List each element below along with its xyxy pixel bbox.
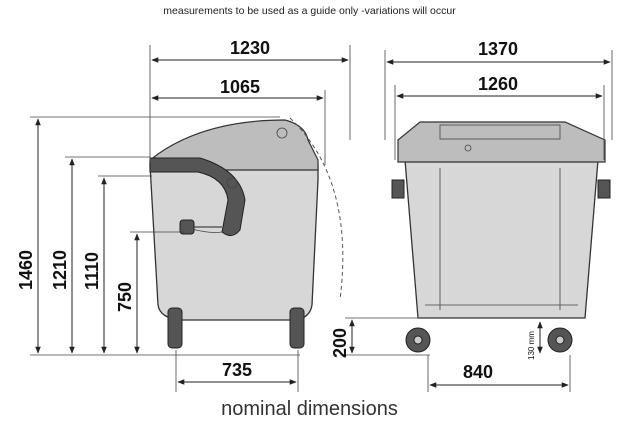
side-wheel-left [167, 307, 183, 349]
dim-1230-label: 1230 [230, 38, 270, 58]
dim-1065-label: 1065 [220, 77, 260, 97]
front-bracket-left [391, 179, 405, 199]
front-wheel-right-hub [555, 335, 565, 345]
dim-200-label: 200 [330, 328, 350, 358]
lid-swing-arc [289, 117, 344, 301]
guide-note: measurements to be used as a guide only … [163, 5, 456, 17]
dim-1370-label: 1370 [478, 39, 518, 59]
hinge-icon [276, 127, 288, 139]
dim-735-label: 735 [222, 360, 252, 380]
side-wheel-right [289, 307, 305, 349]
dim-130-label: 130 mm [527, 331, 536, 360]
pivot-icon [226, 177, 238, 189]
front-view: 1370 1260 840 200 130 mm [330, 39, 613, 392]
diagram-caption: nominal dimensions [221, 398, 398, 420]
front-lid-panel [439, 124, 561, 140]
dim-750-label: 750 [115, 282, 135, 312]
lid-latch-icon [464, 144, 472, 152]
side-lift-arm [149, 157, 246, 236]
front-lid [397, 121, 606, 163]
dim-1460-label: 1460 [16, 250, 36, 290]
dim-1110-label: 1110 [82, 252, 102, 290]
dim-1210-label: 1210 [50, 250, 70, 290]
front-bracket-right [597, 179, 611, 199]
front-wheel-left-hub [413, 335, 423, 345]
side-view: 1230 1065 735 1460 1210 1110 750 [16, 38, 351, 392]
front-bin-body [404, 159, 599, 319]
dim-840-label: 840 [463, 362, 493, 382]
dim-1260-label: 1260 [478, 74, 518, 94]
